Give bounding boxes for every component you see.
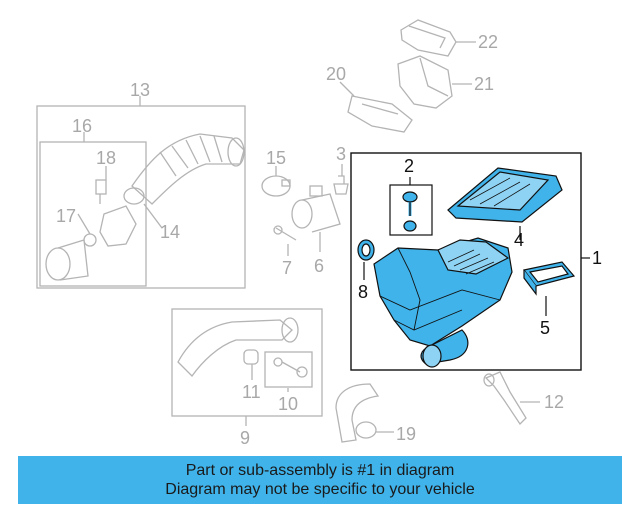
part-20-bracket [347, 95, 413, 133]
callout-17: 17 [56, 206, 76, 226]
part-2-fasteners [389, 177, 433, 236]
callout-9: 9 [240, 428, 250, 448]
callout-2: 2 [404, 156, 414, 176]
callout-8: 8 [358, 282, 368, 302]
callout-11: 11 [242, 382, 261, 402]
callout-6: 6 [314, 256, 324, 276]
callout-10: 10 [278, 394, 298, 414]
leader-20 [339, 81, 355, 97]
part-9-hose [177, 317, 299, 378]
part-21-duct [397, 55, 453, 109]
diagram-notice-banner: Part or sub-assembly is #1 in diagram Di… [18, 456, 622, 504]
callout-12: 12 [544, 392, 564, 412]
callout-16: 16 [72, 116, 92, 136]
notice-line-2: Diagram may not be specific to your vehi… [165, 481, 475, 498]
part-12-tube [483, 371, 527, 426]
callout-20: 20 [326, 64, 346, 84]
callout-1: 1 [592, 248, 602, 268]
part-8-seal [357, 239, 375, 280]
part-10-bolts [273, 357, 308, 378]
callout-3: 3 [336, 144, 346, 164]
part-6-sensor-housing [291, 185, 341, 233]
leader-17 [77, 213, 91, 235]
part-15-clamp [261, 175, 291, 197]
group-box-13 [36, 105, 246, 289]
parts-diagram: 1 2 3 4 5 6 7 8 9 10 11 12 13 14 15 16 1… [36, 19, 602, 448]
callout-15: 15 [266, 148, 286, 168]
callout-13: 13 [130, 80, 150, 100]
part-19-duct [335, 383, 380, 443]
part-13-intake-hose [131, 133, 245, 205]
part-11-grommet [243, 349, 259, 365]
part-7-bolt [273, 225, 297, 241]
notice-line-1: Part or sub-assembly is #1 in diagram [185, 462, 455, 479]
part-22-cover [400, 19, 457, 57]
callout-4: 4 [514, 230, 524, 250]
part-5-filter [522, 261, 576, 316]
callout-19: 19 [396, 424, 416, 444]
callout-22: 22 [478, 32, 498, 52]
group-box-10 [264, 351, 313, 388]
part-18-sensor [95, 179, 107, 204]
part-4-cover [447, 167, 563, 240]
callout-14: 14 [160, 222, 180, 242]
air-cleaner-housing [373, 237, 513, 368]
part-3-grommet [333, 175, 349, 195]
callout-5: 5 [540, 318, 550, 338]
part-16-tube [99, 205, 137, 247]
callout-18: 18 [96, 148, 116, 168]
assembly-1-box [350, 152, 590, 371]
leader-14 [143, 203, 163, 229]
group-box-9 [171, 308, 323, 417]
group-box-16 [39, 141, 147, 287]
callout-21: 21 [474, 74, 494, 94]
part-17-mass-air-flow-housing [45, 233, 97, 281]
part-14-clamp [123, 187, 145, 205]
callout-7: 7 [282, 258, 292, 278]
